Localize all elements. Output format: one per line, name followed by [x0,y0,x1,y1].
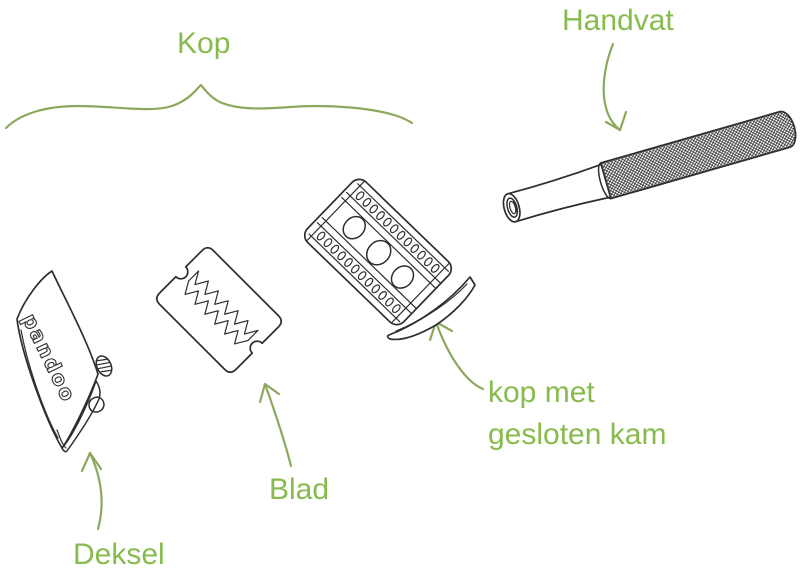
label-blad: Blad [269,473,330,506]
comb-teeth-top [355,191,440,273]
knurled-grip [599,110,797,200]
label-kop-met-gesloten-kam: kop met gesloten kam [488,372,666,456]
label-kop: Kop [177,27,231,60]
deksel-arrow [80,451,103,531]
head-arrow [428,320,485,391]
head-base-plate [386,276,476,341]
blad-arrow [258,382,293,468]
comb-teeth-bottom [316,231,401,314]
handvat-arrow [602,42,628,132]
label-deksel: Deksel [73,538,165,571]
head-drawing [303,178,453,326]
caption-line-1: kop met [488,376,595,409]
label-handvat: Handvat [562,4,674,37]
blade-drawing [155,246,283,374]
caption-line-2: gesloten kam [488,418,667,451]
kop-brace [4,83,414,130]
cap-drawing: pandoo [16,270,113,453]
handle-drawing [502,110,797,223]
